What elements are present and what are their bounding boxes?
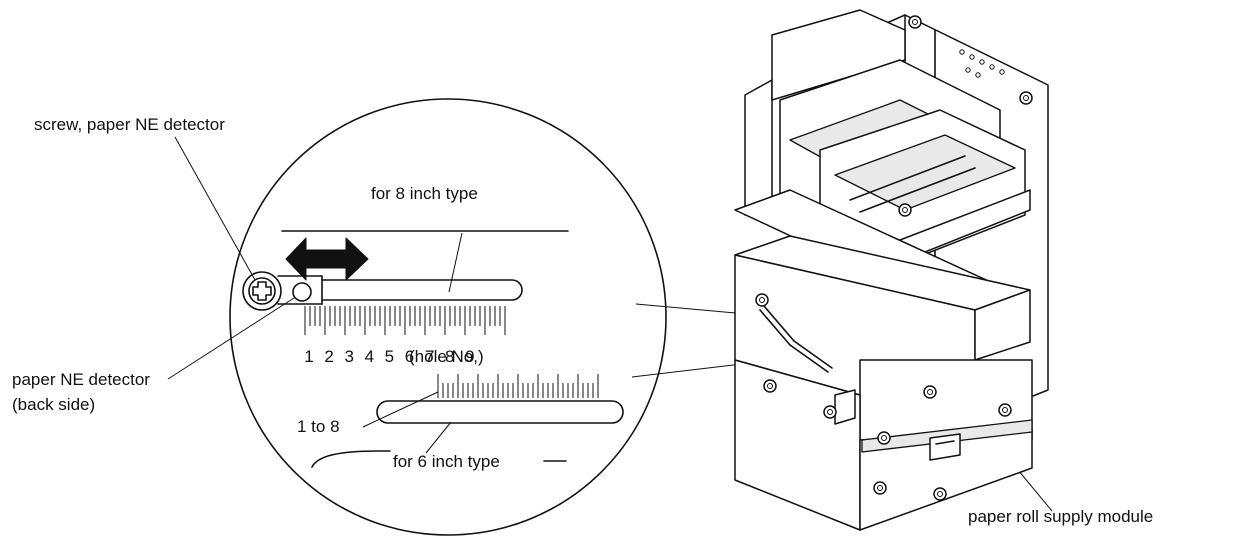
vent-hole (959, 49, 965, 55)
body-screw (823, 405, 837, 419)
label-back-side: (back side) (12, 395, 95, 414)
leader-for-8-inch (448, 232, 463, 293)
body-screw (923, 385, 937, 399)
side-slot-2b (793, 340, 833, 369)
body-screw (998, 403, 1012, 417)
hole-number-suffix: (hole No,) (409, 347, 484, 366)
label-screw-paper-ne-detector: screw, paper NE detector (34, 115, 225, 134)
body-screw (1019, 91, 1033, 105)
handle-grip (935, 440, 955, 445)
upper-slot (321, 279, 523, 301)
side-slot-1 (759, 309, 791, 346)
vent-holes (959, 49, 1005, 78)
phillips-screw-icon (242, 271, 282, 311)
cutter-slot-2 (859, 167, 976, 213)
hole-number-label: 1 (304, 347, 313, 366)
hole-number-label: 5 (385, 347, 394, 366)
body-screw (933, 487, 947, 501)
label-for-8-inch-type: for 8 inch type (371, 184, 478, 203)
body-screw (763, 379, 777, 393)
body-screw (898, 203, 912, 217)
supply-module-handle (929, 433, 961, 461)
body-screw (877, 431, 891, 445)
vent-hole (979, 59, 985, 65)
side-slot-1b (763, 305, 795, 342)
body-screw (908, 15, 922, 29)
lower-slot (376, 400, 624, 424)
top-bracket (771, 9, 906, 101)
body-screw (755, 293, 769, 307)
left-bracket (744, 79, 773, 216)
hole-number-label: 7 (425, 347, 434, 366)
label-for-6-inch-type: for 6 inch type (393, 452, 500, 471)
body-screw (873, 481, 887, 495)
vent-hole (969, 54, 975, 60)
vent-hole (965, 67, 971, 73)
cutter-slot (849, 155, 966, 201)
external-leaders (167, 136, 1053, 512)
cutter-blade (834, 134, 1016, 211)
hole-number-label: 3 (344, 347, 353, 366)
leader-for-6-inch (425, 421, 452, 454)
hole-number-label: 2 (324, 347, 333, 366)
hole-number-label: 8 (445, 347, 454, 366)
vent-hole (999, 69, 1005, 75)
leader-supply-module (1017, 469, 1053, 512)
leader-screw (174, 136, 256, 281)
leader-one-to-eight (362, 391, 439, 428)
upper-tick-ruler (304, 306, 506, 335)
vent-hole (975, 72, 981, 78)
body-screws (755, 15, 1033, 501)
hole-number-label: 6 (405, 347, 414, 366)
side-slot-2 (789, 344, 829, 373)
middle-housing-side (974, 289, 1031, 361)
detector-circle (292, 282, 312, 302)
vent-hole (989, 64, 995, 70)
hole-number-label: 9 (465, 347, 474, 366)
lower-tick-ruler (437, 374, 599, 398)
latch (834, 389, 856, 425)
hole-number-label: 4 (365, 347, 374, 366)
label-paper-roll-supply-module: paper roll supply module (968, 507, 1153, 526)
leader-detector (167, 297, 295, 380)
double-arrow-icon (285, 237, 369, 281)
label-one-to-eight: 1 to 8 (297, 417, 340, 436)
lower-curve (311, 450, 391, 468)
label-paper-ne-detector: paper NE detector (12, 370, 150, 389)
magnifier-circle (229, 98, 667, 536)
printer-illustration (734, 9, 1049, 531)
